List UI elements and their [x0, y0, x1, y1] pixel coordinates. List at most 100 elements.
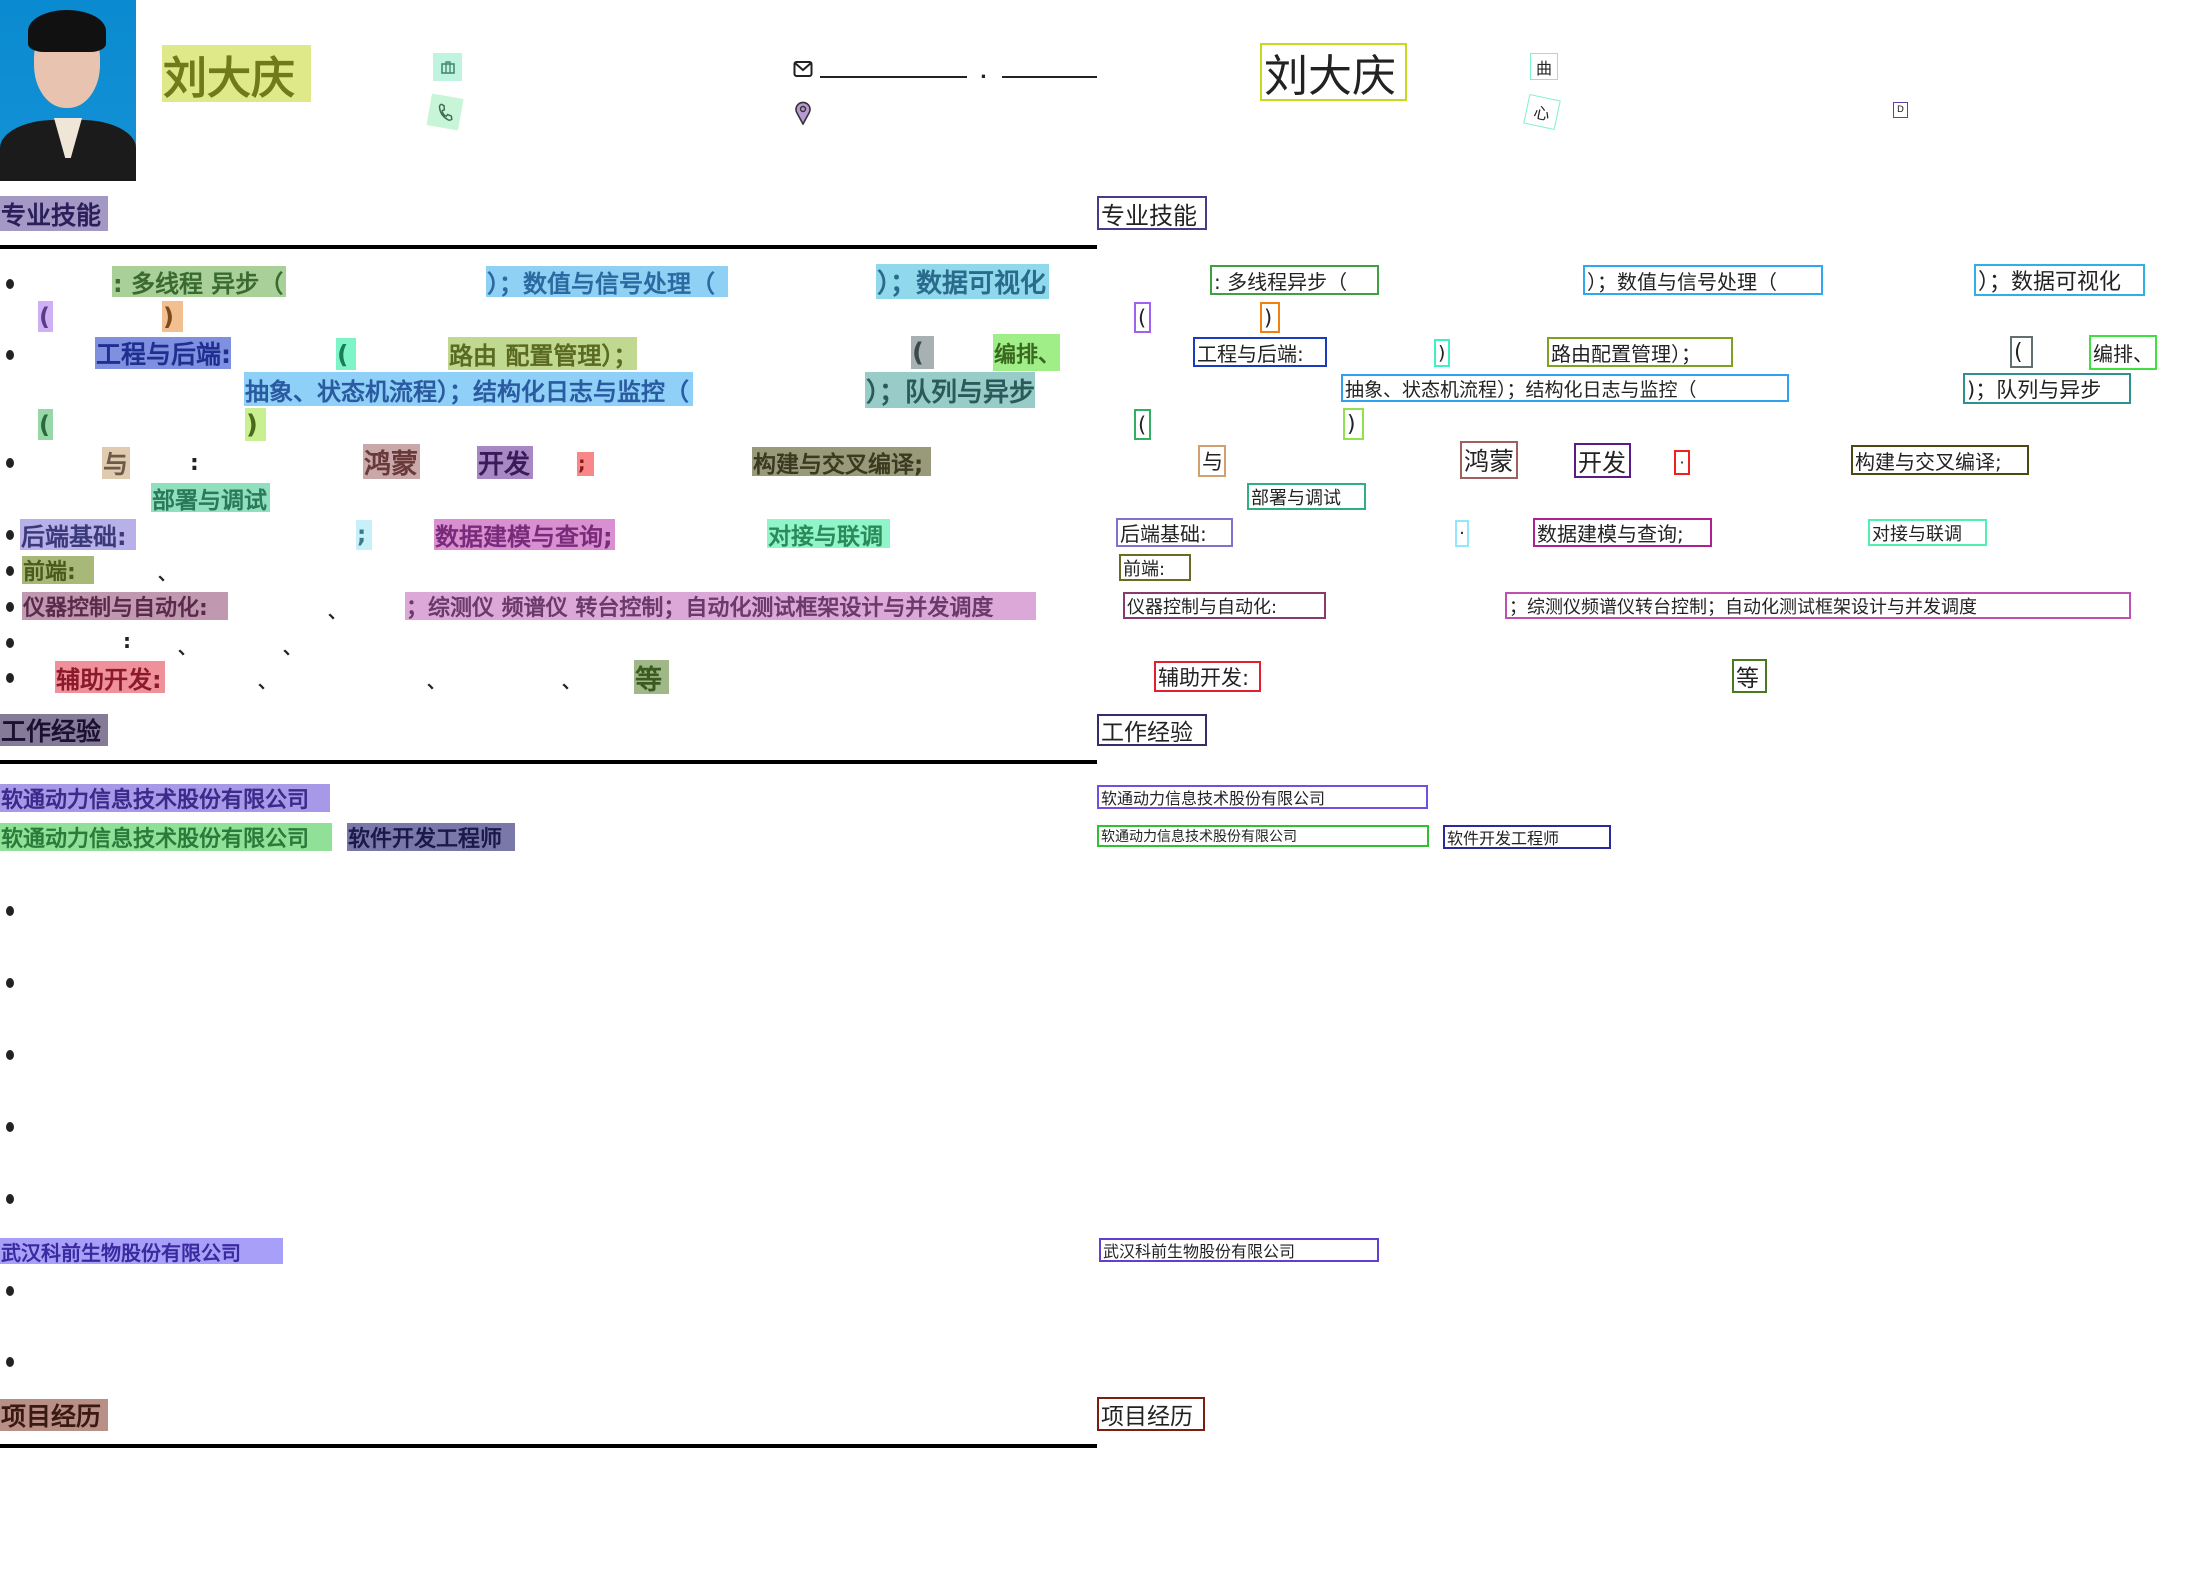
section-divider [0, 245, 1097, 249]
company-name: 武汉科前生物股份有限公司 [0, 1238, 283, 1264]
skill-fragment: 、 [427, 672, 445, 693]
section-title-work: 工作经验 [0, 714, 108, 746]
right-skill-box: ( [1134, 302, 1151, 333]
right-skill-box: 辅助开发: [1154, 661, 1261, 692]
skill-fragment: 对接与联调 [767, 519, 890, 548]
skill-fragment: ( [336, 338, 356, 370]
bullet [6, 530, 14, 540]
right-section-title-projects: 项目经历 [1097, 1397, 1205, 1431]
skill-fragment: 鸿蒙 [363, 444, 420, 479]
bullet [6, 602, 14, 612]
skill-fragment: 路由 配置管理）； [448, 337, 637, 370]
right-skill-box: 编排、 [2089, 335, 2157, 370]
skill-fragment: 与 [102, 447, 130, 479]
skill-fragment: ( [38, 301, 53, 332]
bullet [6, 350, 14, 360]
email-underline [820, 76, 967, 78]
skill-fragment: 编排、 [993, 334, 1060, 371]
skill-fragment: ）；队列与异步 [865, 372, 1035, 408]
right-job-title-box: 软件开发工程师 [1443, 825, 1611, 849]
skill-fragment: : [190, 450, 199, 476]
right-skill-box: 与 [1198, 445, 1226, 477]
briefcase-icon [433, 53, 462, 81]
bullet [6, 673, 14, 683]
right-skill-box: 部署与调试 [1247, 483, 1366, 510]
right-company-box: 软通动力信息技术股份有限公司 [1097, 825, 1429, 847]
right-skill-box: 仪器控制与自动化: [1123, 592, 1326, 619]
bullet [6, 906, 14, 916]
right-skill-box: 鸿蒙 [1460, 441, 1518, 479]
mail-icon [792, 59, 813, 78]
bullet [6, 279, 14, 289]
phone-icon [426, 93, 464, 131]
right-name-box: 刘大庆 [1260, 43, 1407, 101]
right-skill-box: 前端: [1119, 554, 1191, 581]
bullet [6, 638, 14, 648]
right-skill-box: · [1674, 450, 1690, 475]
skill-fragment: 仪器控制与自动化: [22, 592, 228, 620]
bullet [6, 1122, 14, 1132]
skill-fragment: 前端: [22, 556, 94, 584]
email-dot: . [980, 62, 987, 82]
skill-fragment: ) [162, 301, 183, 332]
right-skill-box: 数据建模与查询; [1533, 518, 1712, 547]
skill-fragment: : 多线程 异步（ [112, 266, 286, 297]
bullet [6, 1050, 14, 1060]
skill-fragment: 部署与调试 [151, 483, 270, 512]
bullet [6, 1194, 14, 1204]
skill-fragment: 、 [258, 672, 276, 693]
skill-fragment: 辅助开发: [55, 661, 165, 693]
section-divider [0, 760, 1097, 764]
right-skill-box: ）；数值与信号处理（ [1583, 265, 1823, 295]
location-pin-icon [794, 101, 811, 125]
right-skill-box: ) [1260, 302, 1280, 333]
skill-fragment: 、 [158, 564, 176, 585]
right-company-box: 武汉科前生物股份有限公司 [1099, 1238, 1379, 1262]
skill-fragment: ；综测仪 频谱仪 转台控制；自动化测试框架设计与并发调度 [405, 592, 1036, 620]
skill-fragment: 数据建模与查询; [434, 519, 615, 550]
right-skill-box: ）；数据可视化 [1974, 264, 2145, 296]
skill-fragment: 工程与后端: [95, 337, 231, 369]
skill-fragment: 后端基础: [20, 519, 136, 550]
skill-fragment: ( [38, 409, 53, 440]
bullet [6, 978, 14, 988]
right-skill-box: ( [1134, 409, 1151, 440]
skill-fragment: ）；数值与信号处理（ [486, 266, 728, 297]
section-divider [0, 1444, 1097, 1448]
right-skill-box: ) [1434, 339, 1450, 367]
right-skill-box: 构建与交叉编译; [1851, 445, 2029, 475]
skill-fragment: ; [356, 520, 372, 550]
right-skill-box: 等 [1732, 659, 1767, 693]
skill-fragment: ）；数据可视化 [876, 264, 1049, 299]
right-skill-box: 抽象、状态机流程）；结构化日志与监控（ [1341, 374, 1789, 402]
right-company-box: 软通动力信息技术股份有限公司 [1097, 785, 1428, 809]
bullet [6, 1357, 14, 1367]
skill-fragment: ; [577, 452, 594, 476]
skill-fragment: 开发 [477, 446, 533, 479]
right-skill-box: : 多线程异步（ [1210, 265, 1379, 295]
right-skill-box: 后端基础: [1116, 518, 1233, 547]
right-skill-box: ) [1343, 408, 1364, 440]
right-section-title-skills: 专业技能 [1097, 196, 1207, 230]
right-section-title-work: 工作经验 [1097, 714, 1207, 746]
bullet [6, 566, 14, 576]
email-underline-2 [1002, 76, 1097, 78]
bullet [6, 458, 14, 468]
skill-fragment: 、 [283, 638, 301, 659]
right-phone-box: 心 [1523, 94, 1561, 130]
right-briefcase-box: 曲 [1530, 53, 1558, 80]
right-skill-box: 开发 [1574, 443, 1631, 478]
skill-fragment: 抽象、状态机流程）；结构化日志与监控（ [244, 372, 693, 406]
job-title: 软件开发工程师 [347, 823, 515, 851]
right-skill-box: ( [2010, 336, 2033, 368]
skill-fragment: 构建与交叉编译; [752, 447, 931, 476]
skill-fragment: 等 [634, 660, 669, 694]
skill-fragment: 、 [178, 638, 196, 659]
skill-fragment: : [123, 629, 131, 653]
name-highlight: 刘大庆 [162, 45, 311, 102]
company-name: 软通动力信息技术股份有限公司 [0, 823, 332, 851]
bullet [6, 1286, 14, 1296]
right-skill-box: · [1455, 520, 1469, 547]
right-skill-box: 路由配置管理）； [1547, 337, 1733, 367]
right-skill-box: )；队列与异步 [1963, 373, 2131, 404]
